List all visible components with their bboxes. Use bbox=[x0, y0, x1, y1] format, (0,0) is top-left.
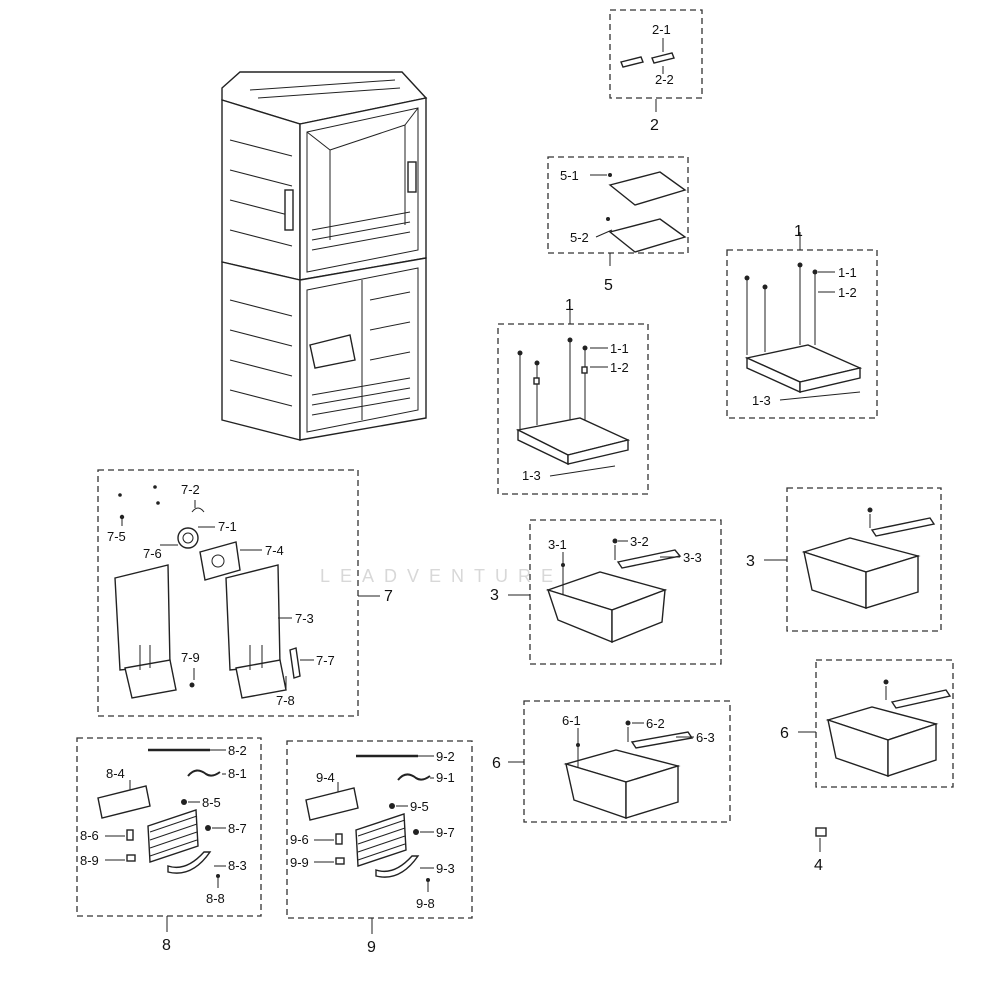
label-1-1-right: 1-1 bbox=[838, 265, 857, 280]
part-4-clip: 4 bbox=[814, 827, 827, 874]
label-9-4: 9-4 bbox=[316, 770, 335, 785]
label-5: 5 bbox=[604, 277, 613, 294]
label-8-3: 8-3 bbox=[228, 858, 247, 873]
label-1-3-left: 1-3 bbox=[522, 468, 541, 483]
group-1-left-box bbox=[497, 323, 649, 495]
label-1-1-left: 1-1 bbox=[610, 341, 629, 356]
label-6-1-left: 6-1 bbox=[562, 713, 581, 728]
group-2-box bbox=[609, 9, 703, 99]
label-8-9: 8-9 bbox=[80, 853, 99, 868]
label-8-8: 8-8 bbox=[206, 891, 225, 906]
label-9-2: 9-2 bbox=[436, 749, 455, 764]
label-8-5: 8-5 bbox=[202, 795, 221, 810]
label-9: 9 bbox=[367, 939, 376, 956]
label-7-2: 7-2 bbox=[181, 482, 200, 497]
label-9-3: 9-3 bbox=[436, 861, 455, 876]
label-1-left: 1 bbox=[565, 297, 574, 314]
label-9-7: 9-7 bbox=[436, 825, 455, 840]
group-1-shelf-left: 1 1-1 1-2 1-3 bbox=[497, 297, 649, 495]
refrigerator-cabinet bbox=[221, 71, 428, 441]
label-2-2: 2-2 bbox=[655, 72, 674, 87]
label-8-1: 8-1 bbox=[228, 766, 247, 781]
group-6-right-box bbox=[815, 659, 954, 788]
group-1-shelf-right: 1 1-1 1-2 1-3 bbox=[726, 223, 878, 419]
watermark-text: LEADVENTURE bbox=[320, 566, 563, 586]
label-7-1: 7-1 bbox=[218, 519, 237, 534]
label-3-2-left: 3-2 bbox=[630, 534, 649, 549]
group-8-evaporator: 8 8-2 8-1 8-4 8-5 8-7 8-6 8-9 8-3 8-8 bbox=[76, 737, 262, 954]
label-6-3-left: 6-3 bbox=[696, 730, 715, 745]
label-3-right: 3 bbox=[746, 553, 755, 570]
label-8-6: 8-6 bbox=[80, 828, 99, 843]
label-9-1: 9-1 bbox=[436, 770, 455, 785]
label-1-right: 1 bbox=[794, 223, 803, 240]
label-5-2: 5-2 bbox=[570, 230, 589, 245]
label-7-5: 7-5 bbox=[107, 529, 126, 544]
label-7-8: 7-8 bbox=[276, 693, 295, 708]
label-4: 4 bbox=[814, 857, 823, 874]
label-7-6: 7-6 bbox=[143, 546, 162, 561]
label-6-left: 6 bbox=[492, 755, 501, 772]
label-8-4: 8-4 bbox=[106, 766, 125, 781]
group-9-box bbox=[286, 740, 473, 919]
group-2-hinges: 2-1 2-2 2 bbox=[609, 9, 703, 134]
group-3-drawer-left: 3-1 3-2 3-3 3 bbox=[490, 519, 722, 665]
label-7-3: 7-3 bbox=[295, 611, 314, 626]
group-6-drawer-right: 6 bbox=[780, 659, 954, 788]
label-3-1-left: 3-1 bbox=[548, 537, 567, 552]
label-8-2: 8-2 bbox=[228, 743, 247, 758]
group-7-evaporator-covers: 7 7-2 7-1 7-5 7-6 7-4 7-3 7-7 bbox=[97, 469, 393, 717]
label-1-2-left: 1-2 bbox=[610, 360, 629, 375]
label-1-2-right: 1-2 bbox=[838, 285, 857, 300]
label-2: 2 bbox=[650, 117, 659, 134]
label-9-5: 9-5 bbox=[410, 799, 429, 814]
group-3-left-box bbox=[529, 519, 722, 665]
label-9-6: 9-6 bbox=[290, 832, 309, 847]
group-9-evaporator: 9 9-2 9-1 9-4 9-5 9-7 9-6 9-9 9-3 9-8 bbox=[286, 740, 473, 956]
label-8: 8 bbox=[162, 937, 171, 954]
label-3-3-left: 3-3 bbox=[683, 550, 702, 565]
label-7-7: 7-7 bbox=[316, 653, 335, 668]
label-6-right: 6 bbox=[780, 725, 789, 742]
label-9-9: 9-9 bbox=[290, 855, 309, 870]
group-1-right-box bbox=[726, 249, 878, 419]
group-8-box bbox=[76, 737, 262, 917]
label-8-7: 8-7 bbox=[228, 821, 247, 836]
group-6-drawer-left: 6-1 6-2 6-3 6 bbox=[492, 700, 731, 823]
label-5-1: 5-1 bbox=[560, 168, 579, 183]
group-5-box bbox=[547, 156, 689, 254]
group-3-drawer-right: 3 bbox=[746, 487, 942, 632]
label-9-8: 9-8 bbox=[416, 896, 435, 911]
label-7-9: 7-9 bbox=[181, 650, 200, 665]
label-7: 7 bbox=[384, 588, 393, 605]
label-6-2-left: 6-2 bbox=[646, 716, 665, 731]
group-5-covers: 5-1 5-2 5 bbox=[547, 156, 689, 294]
label-3-left: 3 bbox=[490, 587, 499, 604]
label-2-1: 2-1 bbox=[652, 22, 671, 37]
label-7-4: 7-4 bbox=[265, 543, 284, 558]
label-1-3-right: 1-3 bbox=[752, 393, 771, 408]
group-7-box bbox=[97, 469, 359, 717]
